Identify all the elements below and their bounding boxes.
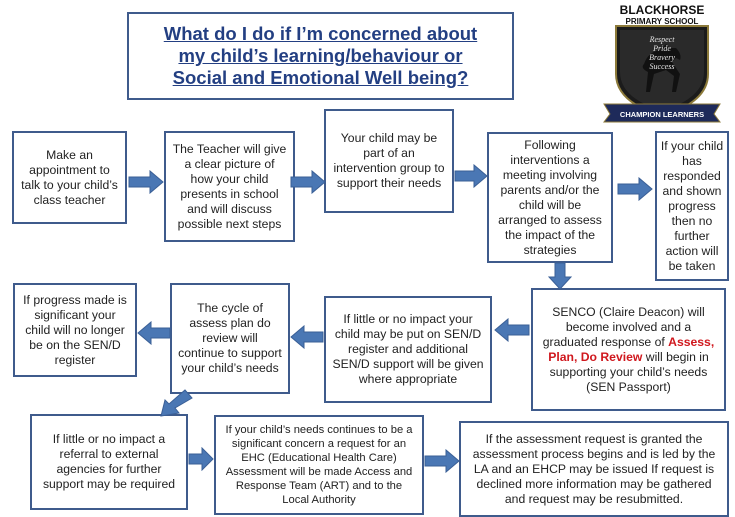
step-external-referral: If little or no impact a referral to ext… xyxy=(30,414,188,510)
step-no-further-action: If your child has responded and shown pr… xyxy=(655,131,729,281)
logo-banner: CHAMPION LEARNERS xyxy=(620,110,704,119)
step-assessment-process: If the assessment request is granted the… xyxy=(459,421,729,517)
step-sen-register: If little or no impact your child may be… xyxy=(324,296,492,403)
logo-motto-2: Pride xyxy=(652,44,671,53)
step-external-referral-text: If little or no impact a referral to ext… xyxy=(42,432,176,491)
arrow-7-left-icon xyxy=(290,325,324,349)
logo-motto-1: Respect xyxy=(649,35,676,44)
step-sen-register-text: If little or no impact your child may be… xyxy=(332,312,484,386)
arrow-3-right-icon xyxy=(454,164,488,188)
step-removed-from-register: If progress made is significant your chi… xyxy=(13,283,137,377)
step-teacher-picture: The Teacher will give a clear picture of… xyxy=(164,131,295,242)
logo-name: BLACKHORSE xyxy=(620,4,705,17)
school-crest-icon: BLACKHORSE PRIMARY SCHOOL Respect Pride … xyxy=(603,3,721,123)
step-following-interventions: Following interventions a meeting involv… xyxy=(487,132,613,263)
step-removed-from-register-text: If progress made is significant your chi… xyxy=(23,292,127,367)
logo-sub: PRIMARY SCHOOL xyxy=(626,17,699,26)
step-ehc-request-text: If your child’s needs continues to be a … xyxy=(225,424,413,506)
step-senco-involved: SENCO (Claire Deacon) will become involv… xyxy=(531,288,726,411)
logo-motto-3: Bravery xyxy=(649,53,675,62)
arrow-11-right-icon xyxy=(424,449,460,473)
step-intervention-group-text: Your child may be part of an interventio… xyxy=(333,131,445,190)
step-senco-involved-text: SENCO (Claire Deacon) will become involv… xyxy=(539,305,718,395)
arrow-4-right-icon xyxy=(617,177,653,201)
arrow-5-down-icon xyxy=(548,262,572,290)
step-make-appointment-text: Make an appointment to talk to your chil… xyxy=(21,147,118,207)
step-cycle-review-text: The cycle of assess plan do review will … xyxy=(178,301,282,375)
arrow-6-left-icon xyxy=(494,318,530,342)
arrow-9-diagonal-icon xyxy=(160,389,193,417)
step-following-interventions-text: Following interventions a meeting involv… xyxy=(498,137,602,257)
title-box: What do I do if I’m concerned about my c… xyxy=(127,12,514,100)
title-line-1: What do I do if I’m concerned about xyxy=(163,23,478,44)
step-cycle-review: The cycle of assess plan do review will … xyxy=(170,283,290,394)
title-line-2: my child’s learning/behaviour or xyxy=(178,45,463,66)
school-logo: BLACKHORSE PRIMARY SCHOOL Respect Pride … xyxy=(596,3,728,124)
step-ehc-request: If your child’s needs continues to be a … xyxy=(214,415,424,515)
arrow-1-right-icon xyxy=(128,170,164,194)
arrow-2-right-icon xyxy=(290,170,326,194)
step-make-appointment: Make an appointment to talk to your chil… xyxy=(12,131,127,224)
senco-text-after: will begin in supporting your child’s ne… xyxy=(549,349,709,394)
step-teacher-picture-text: The Teacher will give a clear picture of… xyxy=(172,141,287,231)
logo-motto-4: Success xyxy=(650,62,675,71)
arrow-8-left-icon xyxy=(137,321,171,345)
arrow-10-right-icon xyxy=(188,447,214,471)
step-assessment-process-text: If the assessment request is granted the… xyxy=(472,431,716,506)
assess-plan-do-review-highlight: Assess, Plan, Do Review xyxy=(548,334,715,364)
title-line-3: Social and Emotional Well being? xyxy=(172,67,469,88)
step-no-further-action-text: If your child has responded and shown pr… xyxy=(660,138,724,273)
step-intervention-group: Your child may be part of an interventio… xyxy=(324,109,454,213)
senco-text-before: SENCO (Claire Deacon) will become involv… xyxy=(542,304,705,349)
